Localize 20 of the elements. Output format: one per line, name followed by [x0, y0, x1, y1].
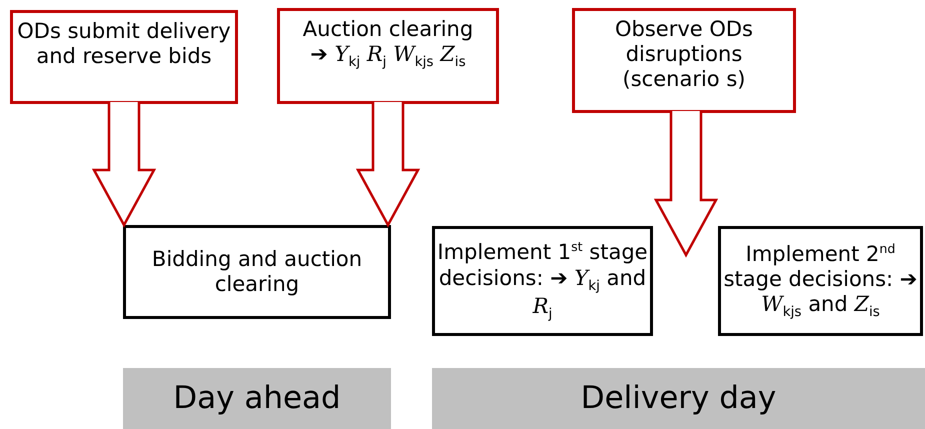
callout-box — [10, 10, 238, 104]
callout-box — [572, 8, 796, 113]
node-text: Implement 2$^{nd}$ stage decisions: ➔ W$_{kjs}$ and Z$_{is}$ — [722, 241, 918, 321]
block-arrow — [92, 100, 156, 228]
node-text: Observe ODs disruptions (scenario s) — [614, 17, 754, 93]
callout-box — [277, 8, 499, 104]
block-arrow — [654, 110, 718, 258]
node-text: Auction clearing — [302, 17, 474, 42]
phase-band — [123, 368, 391, 429]
phase-band — [432, 368, 925, 429]
node-text: Implement 1$^{st}$ stage decisions: ➔ Y$_{kj}$ and R$_{j}$ — [436, 239, 649, 323]
node-text: ODs submit delivery and reserve bids — [16, 19, 232, 70]
node-text: Bidding and auction clearing — [150, 246, 364, 298]
phase-label: Day ahead — [173, 380, 341, 418]
phase-label: Delivery day — [580, 380, 776, 418]
process-box — [718, 226, 923, 336]
process-box — [123, 225, 391, 319]
process-box — [432, 226, 653, 336]
block-arrow — [356, 100, 420, 228]
variable-list: ➔ Y$_{kj}$ R$_{j}$ W$_{kjs}$ Z$_{is}$ — [310, 42, 466, 71]
